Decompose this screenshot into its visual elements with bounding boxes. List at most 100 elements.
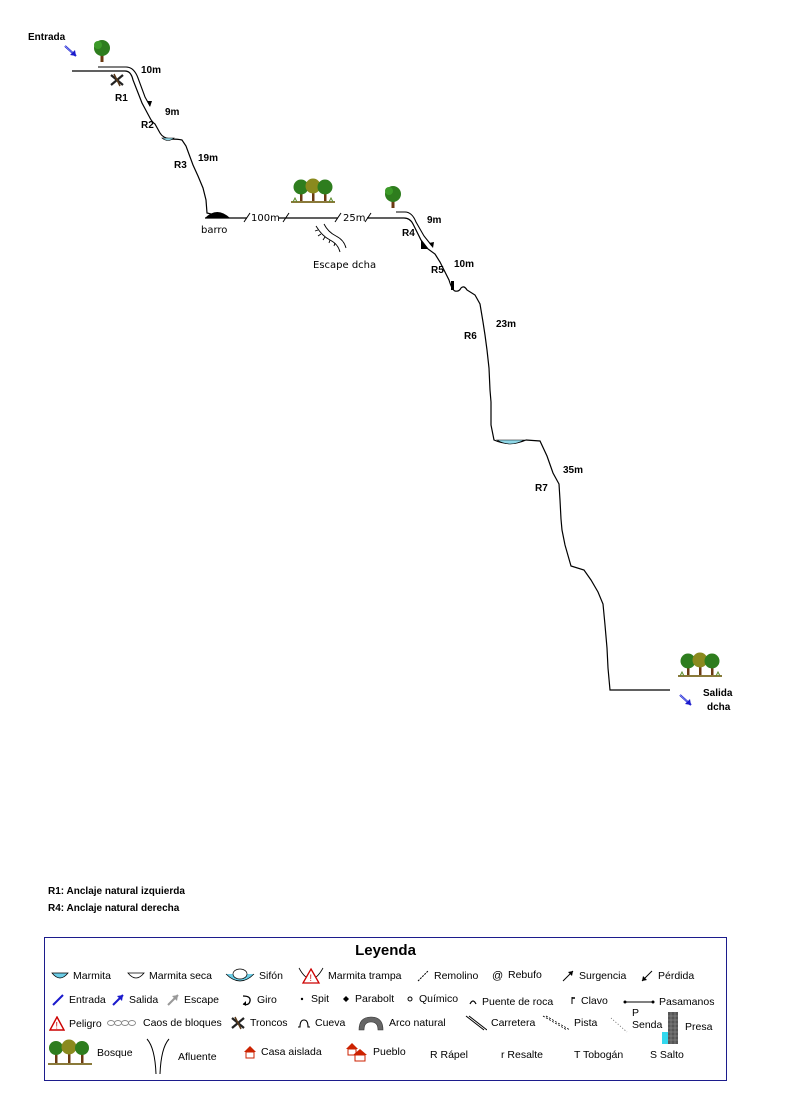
giro-icon — [242, 995, 251, 1006]
svg-text:!: ! — [310, 973, 313, 983]
entrada-arrow-icon — [64, 45, 77, 57]
entrada-icon — [52, 994, 64, 1006]
rappel-r2-label: R2 — [141, 120, 154, 131]
distance-9m-label: 9m — [165, 107, 180, 118]
troncos-icon — [110, 73, 124, 87]
legend-title: Leyenda — [355, 942, 416, 959]
bosque-icon — [677, 651, 723, 677]
rappel-r7-label: R7 — [535, 483, 548, 494]
marmita-icon — [51, 972, 69, 979]
legend-item-presa: Presa — [661, 1010, 712, 1044]
carretera-icon — [465, 1015, 487, 1031]
legend-item-sifon: Sifón — [225, 968, 283, 984]
legend-item-giro: Giro — [239, 993, 277, 1007]
entrada-label: Entrada — [28, 32, 66, 43]
distance-35m-label: 35m — [563, 465, 583, 476]
tree-icon — [94, 40, 110, 62]
surgencia-icon — [562, 970, 574, 982]
legend-item-senda: Senda — [610, 1017, 662, 1033]
afluente-icon — [146, 1038, 170, 1075]
pueblo-icon — [346, 1043, 367, 1062]
legend-item-salto: S Salto — [650, 1049, 684, 1061]
casa-aislada-icon — [244, 1046, 256, 1059]
legend-item-spit: Spit — [297, 993, 329, 1005]
legend-item-salida: Salida — [111, 993, 158, 1007]
perdida-icon — [641, 970, 653, 982]
distance-25m-label: 25m — [343, 213, 365, 224]
legend-item-marmita-trampa: ! Marmita trampa — [298, 966, 402, 986]
legend-item-peligro: ! Peligro — [49, 1016, 102, 1031]
pasamanos-icon — [623, 1000, 655, 1004]
legend-item-pasamanos-p: P — [632, 1007, 640, 1019]
barro-label: barro — [201, 225, 227, 236]
parabolt-icon — [343, 996, 349, 1002]
legend-item-pista: Pista — [542, 1015, 597, 1031]
salida-side-label: dcha — [707, 702, 731, 713]
distance-19m-label: 19m — [198, 153, 218, 164]
legend-item-clavo: Clavo — [567, 995, 608, 1007]
distance-9m-label: 9m — [427, 215, 442, 226]
legend-item-puente-roca: Puente de roca — [468, 996, 553, 1008]
rappel-r5-label: R5 — [431, 265, 444, 276]
quimico-icon — [407, 996, 413, 1002]
legend-item-entrada: Entrada — [51, 993, 106, 1007]
rappel-r3-label: R3 — [174, 160, 187, 171]
legend-item-afluente: Afluente — [144, 1038, 217, 1076]
legend-item-escape: Escape — [166, 993, 219, 1007]
legend-item-bosque: Bosque — [47, 1039, 133, 1067]
anchor-icon — [451, 281, 454, 290]
distance-100m-label: 100m — [251, 213, 280, 224]
distance-23m-label: 23m — [496, 319, 516, 330]
marmita-trampa-icon: ! — [298, 967, 324, 984]
legend-item-rapel: R Rápel — [430, 1049, 468, 1061]
bosque-icon — [48, 1039, 92, 1065]
svg-text:!: ! — [56, 1021, 59, 1031]
caos-bloques-icon — [107, 1020, 136, 1026]
rappel-r1-label: R1 — [115, 93, 128, 104]
legend-item-perdida: Pérdida — [640, 970, 694, 982]
escape-path-icon — [314, 223, 347, 253]
salida-icon — [112, 994, 124, 1006]
marmita-icon — [495, 439, 526, 445]
legend-item-casa-aislada: Casa aislada — [243, 1045, 322, 1059]
cueva-icon — [298, 1019, 310, 1028]
legend-item-pasamanos: Pasamanos — [623, 996, 714, 1008]
canyon-profile-diagram: Entrada barro 100m 25m Escape dcha — [28, 32, 733, 713]
legend-item-carretera: Carretera — [465, 1015, 535, 1031]
puente-roca-icon — [469, 1000, 477, 1005]
legend-item-resalte: r Resalte — [501, 1049, 544, 1061]
legend-box: Leyenda Marmita Marmita seca Sifón ! Mar… — [44, 937, 727, 1081]
marmita-seca-icon — [127, 972, 145, 979]
escape-label: Escape dcha — [313, 260, 376, 271]
bosque-icon — [290, 177, 336, 203]
distance-10m-label: 10m — [454, 259, 474, 270]
legend-item-troncos: Troncos — [230, 1016, 288, 1030]
legend-item-pueblo: Pueblo — [345, 1042, 406, 1062]
descent-arrow-icon — [147, 101, 152, 107]
legend-item-caos-bloques: Caos de bloques — [107, 1017, 222, 1029]
descent-arrow-icon — [429, 242, 434, 248]
legend-item-surgencia: Surgencia — [561, 970, 626, 982]
anchor-note-r4: R4: Anclaje natural derecha — [48, 903, 180, 914]
peligro-icon: ! — [49, 1016, 65, 1031]
anchor-note-r1: R1: Anclaje natural izquierda — [48, 886, 185, 897]
remolino-icon — [417, 970, 429, 982]
legend-item-parabolt: Parabolt — [341, 993, 394, 1005]
rappel-r6-label: R6 — [464, 331, 477, 342]
presa-icon — [662, 1012, 678, 1044]
pista-icon — [542, 1015, 570, 1031]
rappel-r4-label: R4 — [402, 228, 415, 239]
troncos-icon — [231, 1016, 245, 1030]
rebufo-icon: @ — [492, 970, 503, 981]
legend-item-marmita: Marmita — [51, 970, 111, 982]
marmita-icon — [161, 137, 175, 141]
salida-arrow-icon — [679, 694, 692, 706]
legend-item-marmita-seca: Marmita seca — [127, 970, 212, 982]
canyon-profile-line — [386, 217, 670, 691]
anchor-icon — [421, 240, 428, 249]
clavo-icon — [571, 997, 575, 1004]
spit-icon — [300, 997, 304, 1001]
canyon-profile-line — [72, 70, 212, 215]
escape-icon — [167, 994, 179, 1006]
